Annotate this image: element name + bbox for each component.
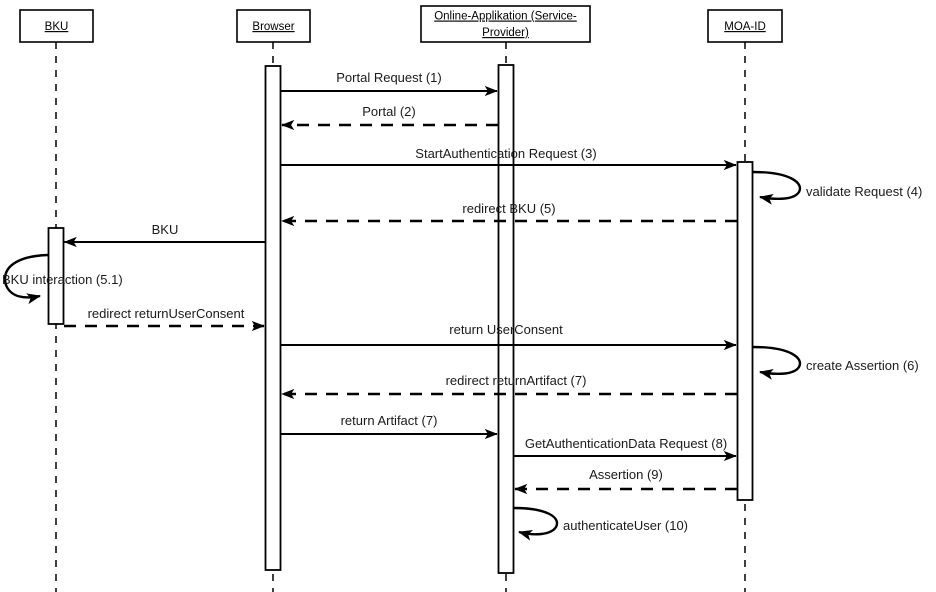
message-label-portal-request: Portal Request (1) (336, 70, 442, 85)
message-portal-request[interactable]: Portal Request (1) (281, 70, 498, 97)
message-label-bku-interaction: BKU interaction (5.1) (2, 272, 123, 287)
message-label-create-assertion: create Assertion (6) (806, 358, 919, 373)
participant-box-bku[interactable] (19, 9, 94, 43)
participant-box-online-applikation[interactable] (420, 5, 591, 43)
participant-label-online-applikation-line1: Online-Applikation (Service- (434, 11, 577, 23)
message-getauthenticationdata-request[interactable]: GetAuthenticationData Request (8) (514, 436, 737, 462)
message-redirect-returnuserconsent[interactable]: redirect returnUserConsent (64, 306, 265, 332)
message-label-redirect-returnuserconsent: redirect returnUserConsent (88, 306, 245, 321)
activation-bar-browser[interactable] (264, 65, 282, 571)
message-label-redirect-returnartifact: redirect returnArtifact (7) (446, 373, 587, 388)
activation-bars-group (47, 64, 754, 574)
participant-box-browser[interactable] (236, 9, 311, 43)
participant-header-bku[interactable]: BKU (19, 9, 94, 43)
participant-label-online-applikation-line2: Provider) (482, 27, 529, 39)
message-assertion[interactable]: Assertion (9) (514, 467, 737, 495)
activation-bar-bku[interactable] (47, 227, 65, 325)
message-label-authenticateuser: authenticateUser (10) (563, 518, 688, 533)
message-redirect-returnartifact[interactable]: redirect returnArtifact (7) (281, 373, 737, 400)
message-bku[interactable]: BKU (63, 222, 266, 248)
message-portal[interactable]: Portal (2) (281, 104, 498, 131)
participant-header-online-applikation[interactable]: Online-Applikation (Service- Provider) (420, 5, 591, 43)
message-selfloop-validate-request (752, 170, 802, 205)
participant-box-moa-id[interactable] (707, 9, 783, 43)
activation-bar-oa[interactable] (497, 64, 515, 574)
message-return-artifact[interactable]: return Artifact (7) (281, 413, 498, 440)
message-selfloop-bku-interaction (3, 253, 49, 305)
message-label-assertion: Assertion (9) (589, 467, 663, 482)
message-authenticateuser[interactable]: authenticateUser (10) (513, 506, 688, 541)
participant-label-moa-id: MOA-ID (724, 21, 766, 33)
message-create-assertion[interactable]: create Assertion (6) (752, 345, 919, 380)
message-label-bku: BKU (152, 222, 179, 237)
activation-bar-moaid[interactable] (736, 161, 754, 501)
message-return-userconsent[interactable]: return UserConsent (281, 322, 737, 351)
participant-label-bku: BKU (45, 21, 69, 33)
message-validate-request[interactable]: validate Request (4) (752, 170, 922, 205)
message-redirect-bku[interactable]: redirect BKU (5) (281, 201, 737, 227)
message-label-portal: Portal (2) (362, 104, 415, 119)
message-label-startauthentication-request: StartAuthentication Request (3) (415, 146, 596, 161)
message-selfloop-create-assertion (752, 345, 802, 380)
message-bku-interaction[interactable]: BKU interaction (5.1) (2, 253, 123, 305)
message-label-getauthenticationdata-request: GetAuthenticationData Request (8) (525, 436, 727, 451)
message-label-redirect-bku: redirect BKU (5) (462, 201, 555, 216)
participant-header-moa-id[interactable]: MOA-ID (707, 9, 783, 43)
participant-label-browser: Browser (252, 21, 294, 33)
message-startauthentication-request[interactable]: StartAuthentication Request (3) (281, 146, 737, 171)
message-label-validate-request: validate Request (4) (806, 184, 922, 199)
message-label-return-userconsent: return UserConsent (449, 322, 563, 337)
participant-header-browser[interactable]: Browser (236, 9, 311, 43)
message-label-return-artifact: return Artifact (7) (341, 413, 438, 428)
message-selfloop-authenticateuser (513, 506, 559, 541)
